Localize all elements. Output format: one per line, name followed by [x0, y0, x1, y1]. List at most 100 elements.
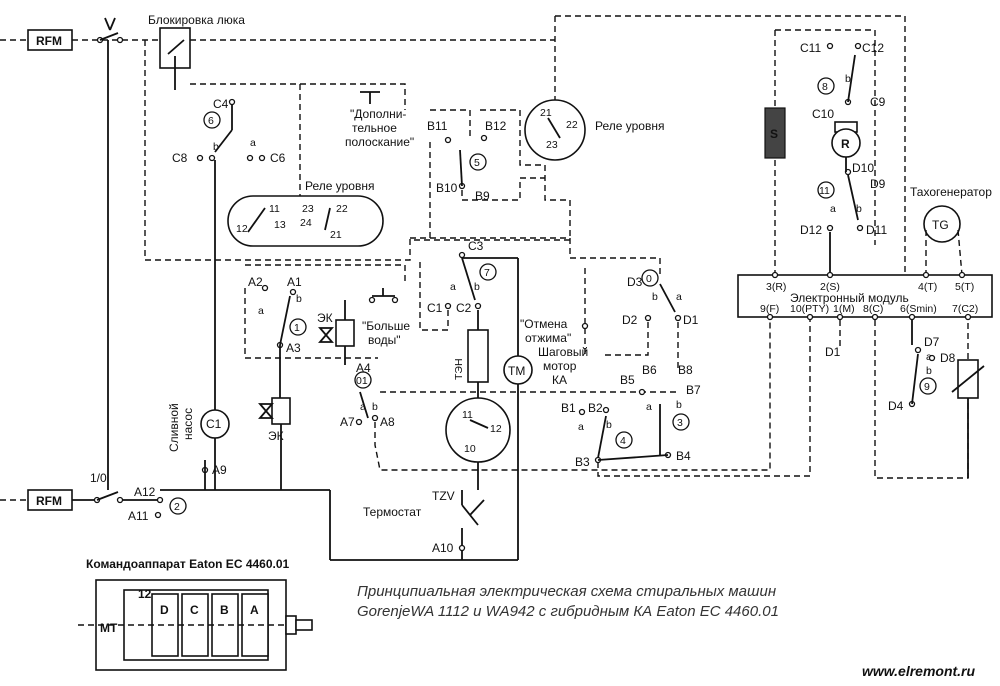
label-tg: TG	[932, 218, 949, 232]
label-contacts-d2: D2	[622, 313, 638, 327]
label-extra_rinse-2: полоскание"	[345, 135, 414, 149]
level-relay-top: 21 22 23 Реле уровня	[410, 99, 664, 241]
label-contacts-a10: A10	[432, 541, 454, 555]
label-contacts-n8: 8	[822, 81, 828, 93]
level-relay-top-label: Реле уровня	[595, 119, 664, 133]
label-contacts-a3: A3	[286, 341, 301, 355]
label-contacts-a: a	[830, 203, 836, 215]
label-contacts-n2: 2	[174, 501, 180, 513]
label-step_motor-2: КА	[552, 373, 567, 387]
label-programmer_cams-0: D	[160, 603, 169, 617]
label-ek_bottom: ЭК	[268, 429, 284, 443]
label-contacts-a4: A4	[356, 361, 371, 375]
caption-line-1: Принципиальная электрическая схема стира…	[357, 583, 776, 600]
label-contacts-c2: C2	[456, 301, 472, 315]
motor-section: S C11 C12 8 b C9 C10 R D10 D9 11 a b D12…	[764, 29, 887, 275]
thermostat-timer: 11 12 10	[445, 397, 511, 490]
label-contacts-a: a	[450, 281, 456, 293]
rfm-bottom-label: RFM	[36, 494, 62, 508]
label-contacts-t10: 10	[464, 443, 476, 455]
label-contacts-r23: 23	[546, 139, 558, 151]
label-contacts-b: b	[213, 141, 219, 153]
valve-ek-top: ЭК	[317, 300, 355, 365]
label-contacts-b10: B10	[436, 181, 458, 195]
label-more_water-1: воды"	[368, 333, 401, 347]
label-contacts-b11: B11	[427, 119, 448, 133]
label-contacts-b: b	[296, 293, 302, 305]
tachogenerator: Тахогенератор TG	[910, 185, 992, 276]
contact-01: A4 01 A7 a b A8	[340, 318, 771, 471]
extra-rinse-button: "Дополни- тельное полоскание"	[345, 91, 414, 149]
more-water-button: "Больше воды"	[362, 288, 410, 347]
label-contacts-d3: D3	[627, 275, 643, 289]
label-programmer: Командоаппарат Eaton EC 4460.01	[86, 557, 290, 571]
label-contacts-b2: B2	[588, 401, 603, 415]
label-contacts-a: a	[646, 401, 652, 413]
label-contacts-n01: 01	[356, 375, 368, 387]
label-contacts-t12: 12	[490, 423, 502, 435]
label-tachogen: Тахогенератор	[910, 185, 992, 199]
label-tzv: TZV	[432, 489, 455, 503]
programmer-drawing: Командоаппарат Eaton EC 4460.01 МТ 12 D …	[78, 557, 313, 671]
label-contacts-n5: 5	[474, 157, 480, 169]
contact-9: D7 a D8 b 9 D4	[888, 320, 985, 478]
label-c1_label: C1	[206, 417, 222, 431]
label-contacts-c6: C6	[270, 151, 286, 165]
label-contacts-b6: B6	[642, 363, 657, 377]
label-contacts-d1: D1	[683, 313, 699, 327]
label-contacts-d10: D10	[852, 161, 874, 175]
contact-6: C4 6 C8 b a C6	[172, 97, 286, 420]
label-heater: ТЭН	[453, 358, 465, 380]
label-contacts-t11: 11	[462, 409, 473, 421]
caption-line-2: GorenjeWA 1112 и WA942 с гибридным КА Ea…	[357, 603, 779, 620]
switch-1-0-label: 1/0	[90, 471, 107, 485]
label-contacts-b: b	[856, 203, 862, 215]
label-programmer_cams-1: C	[190, 603, 199, 617]
label-module_top_pins-3: 5(T)	[955, 281, 974, 293]
label-contacts-b: b	[372, 401, 378, 413]
label-step_motor-1: мотор	[543, 359, 577, 373]
website-url: www.elremont.ru	[862, 663, 976, 679]
label-module_top_pins-1: 2(S)	[820, 281, 840, 293]
supply-bottom-line: RFM 1/0	[0, 380, 519, 561]
rfm-top-block: RFM	[27, 29, 73, 51]
label-contacts-b5: B5	[620, 373, 635, 387]
label-contacts-b3: B3	[575, 455, 590, 469]
label-contacts-b: b	[926, 365, 932, 377]
label-contacts-d12: D12	[800, 223, 822, 237]
label-module_top_pins-0: 3(R)	[766, 281, 786, 293]
label-contacts-a1: A1	[287, 275, 302, 289]
label-programmer_cams-3: A	[250, 603, 259, 617]
label-more_water-0: "Больше	[362, 319, 410, 333]
contact-0: D3 0 b a D2 D1 "Отмена отжима" Шаговый м…	[520, 257, 699, 387]
label-contacts-n1: 1	[294, 322, 300, 334]
label-contacts-c9: C9	[870, 95, 886, 109]
label-contacts-r21: 21	[540, 107, 552, 119]
label-contacts-c11: C11	[800, 41, 821, 55]
label-contacts-n3: 3	[677, 417, 683, 429]
label-module_bottom_pins-4: 6(Smin)	[900, 303, 937, 315]
label-contacts-r22: 22	[566, 119, 578, 131]
label-contacts-d4: D4	[888, 399, 904, 413]
label-contacts-b7: B7	[686, 383, 701, 397]
label-contacts-d11: D11	[866, 223, 887, 237]
label-module_bottom_pins-2: 1(M)	[833, 303, 855, 315]
label-contacts-a: a	[926, 351, 932, 363]
contact-1: A2 A1 a b 1 A3	[244, 264, 406, 405]
contact-7-heater: C3 7 a b C1 C2 ТЭН	[410, 237, 571, 400]
label-contacts-a: a	[250, 137, 256, 149]
label-motor_r: R	[841, 137, 850, 151]
label-contacts-b: b	[845, 73, 851, 85]
timer-motor: ТМ	[503, 355, 533, 385]
label-contacts-c1: C1	[427, 301, 443, 315]
label-contacts-a: a	[360, 401, 366, 413]
label-contacts-n22: 22	[336, 203, 348, 215]
label-module_top_pins-2: 4(T)	[918, 281, 937, 293]
label-module: Электронный модуль	[790, 291, 909, 305]
label-thermostat: Термостат	[363, 505, 422, 519]
label-contacts-n11: 11	[269, 203, 280, 215]
label-contacts-c4: C4	[213, 97, 229, 111]
contacts-3-4: B5 B6 B8 B7 a b B1 B2 a b 4 3 B3 B4	[380, 318, 811, 477]
label-ek_top: ЭК	[317, 311, 333, 325]
label-motor_s: S	[770, 127, 778, 141]
